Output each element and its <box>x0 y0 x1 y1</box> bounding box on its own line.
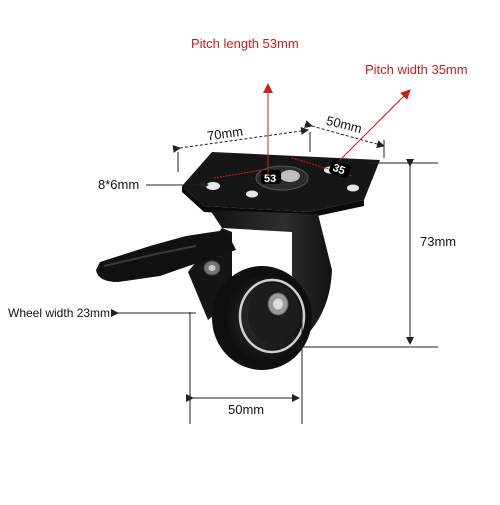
bolt-hole-icon <box>246 190 258 198</box>
plate-mark-35: 35 <box>331 162 347 177</box>
labels: Pitch length 53mm Pitch width 35mm 70mm … <box>8 36 468 417</box>
plate-length-label: 70mm <box>206 124 244 144</box>
wheel-width-label: Wheel width 23mm <box>8 306 110 320</box>
pitch-width-label: Pitch width 35mm <box>365 62 468 77</box>
brake-lever <box>96 230 236 282</box>
dimension-lines <box>111 83 438 424</box>
plate-width-label: 50mm <box>325 113 364 136</box>
pitch-length-label: Pitch length 53mm <box>191 36 299 51</box>
height-label: 73mm <box>420 234 456 249</box>
bolt-hole-icon <box>347 184 359 192</box>
wheel <box>212 266 312 370</box>
bolt-hole-label: 8*6mm <box>98 177 139 192</box>
wheel-diameter-label: 50mm <box>228 402 264 417</box>
plate-mark-53: 53 <box>264 173 276 185</box>
caster-illustration: 53 35 <box>96 152 380 370</box>
bolt-hole-icon <box>206 182 220 190</box>
